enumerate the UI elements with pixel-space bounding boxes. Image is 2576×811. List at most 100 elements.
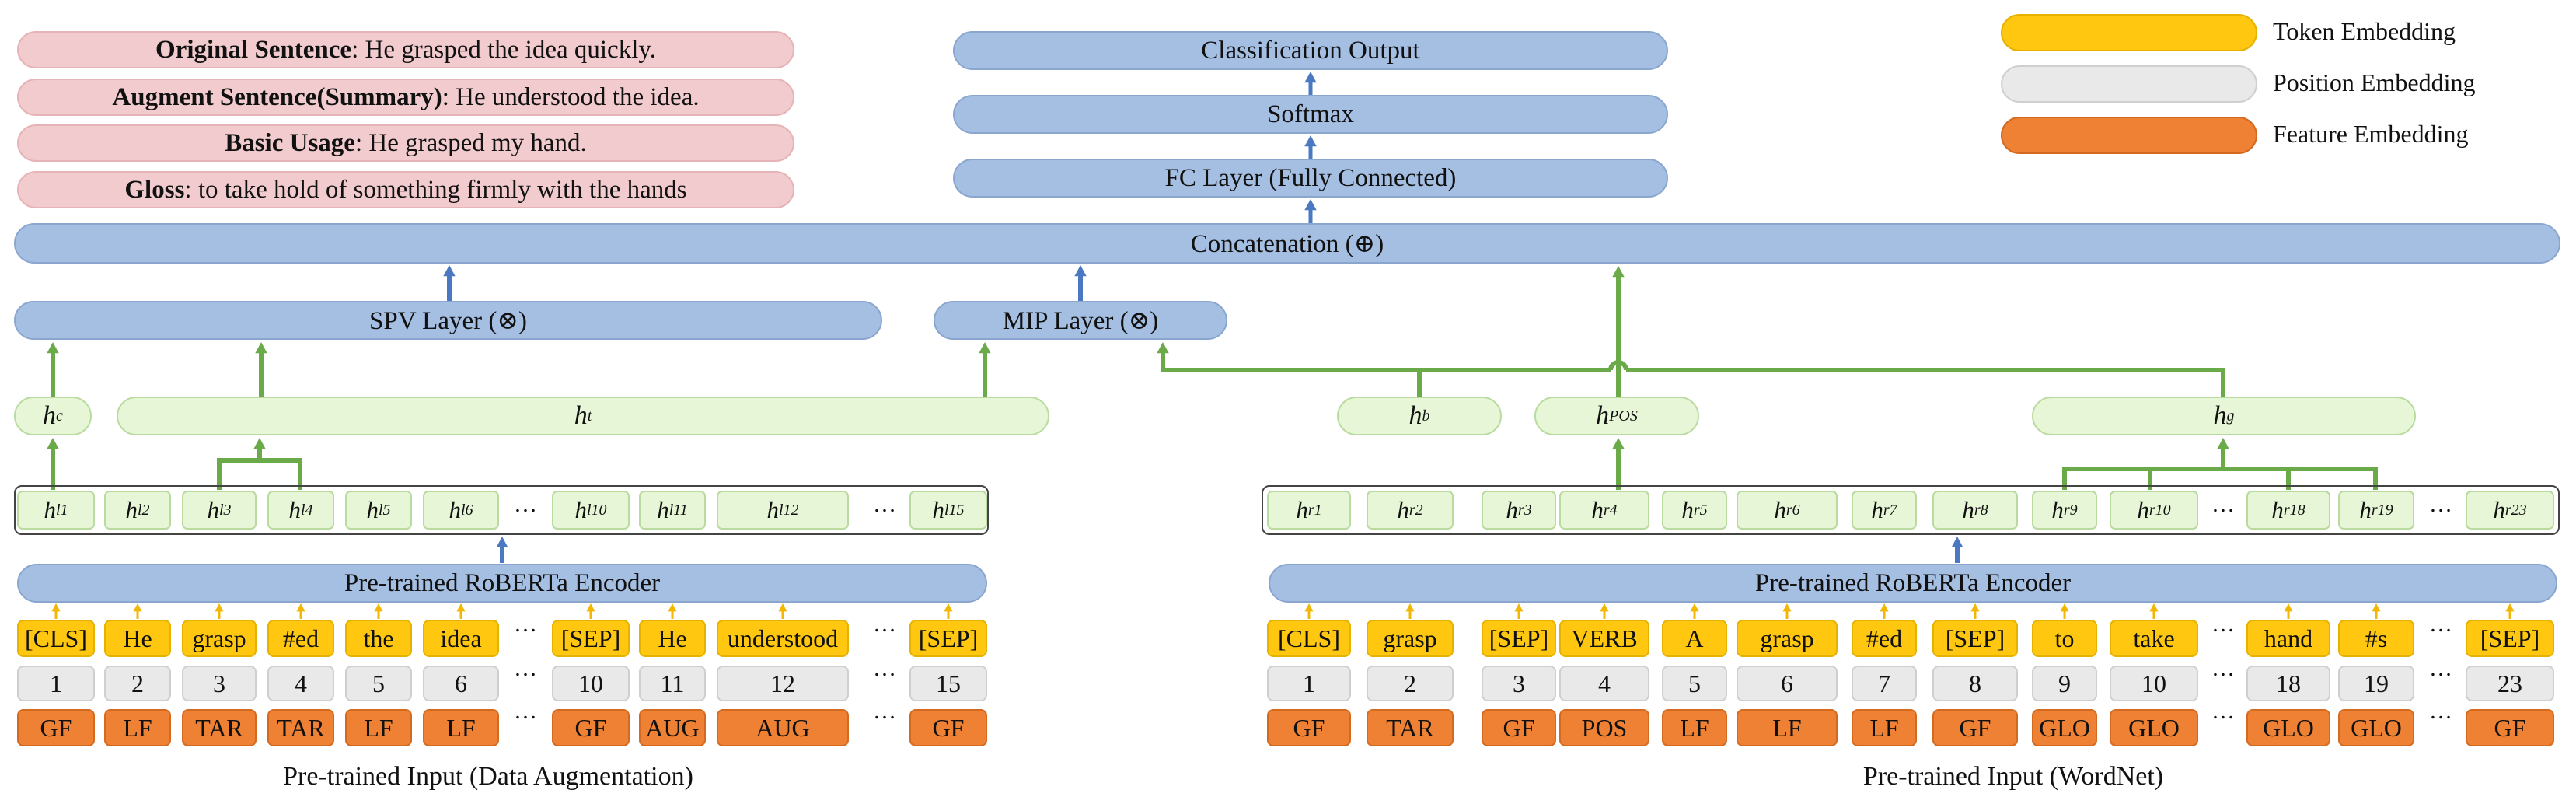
legend-label-2: Position Embedding [2273,68,2476,96]
right-token: [SEP] [2466,620,2554,657]
left-position: 2 [104,666,171,701]
sentence-box-1: Original Sentence: He grasped the idea q… [17,31,794,68]
hidden-symbol: h [449,496,461,523]
right-feature: GF [2466,709,2554,746]
hidden-subscript: b [1422,407,1430,425]
arrow-hl3-hl4-to-ht-head [253,438,266,449]
right-position: 4 [1559,666,1649,701]
hidden-symbol: h [44,496,56,523]
fc-layer-box: FC Layer (Fully Connected) [953,159,1668,198]
sentence-box-3: Basic Usage: He grasped my hand. [17,124,794,162]
arrow-ht-to-mip-head [979,342,991,354]
hidden-symbol: h [1681,496,1694,523]
hidden-subscript: l15 [944,501,965,519]
hidden-symbol: h [2213,401,2227,430]
left-position: 10 [552,666,630,701]
right-arrow-token-to-encoder-head [1514,603,1524,612]
right-ellipsis: … [2429,611,2452,637]
left-token: idea [423,620,499,657]
left-arrow-encoder-to-hidden-head [497,537,508,547]
hidden-subscript: t [587,407,592,425]
hidden-subscript: r3 [1517,501,1532,519]
left-ellipsis: … [873,611,896,637]
left-token: the [345,620,412,657]
right-feature: GLO [2032,709,2097,746]
left-hidden-frame [14,485,989,535]
right-feature: LF [1662,709,1727,746]
left-arrow-token-to-encoder-head [51,603,61,612]
mip-layer-box: MIP Layer (⊗) [934,301,1227,340]
right-token: hand [2246,620,2330,657]
left-arrow-token-to-encoder-head [944,603,953,612]
right-feature: GF [1267,709,1351,746]
hidden-subscript: r8 [1974,501,1988,519]
hidden-symbol: h [1506,496,1518,523]
right-feature: POS [1559,709,1649,746]
right-position: 6 [1737,666,1838,701]
left-position: 15 [909,666,987,701]
right-feature: GLO [2110,709,2198,746]
arrow-hpos-to-concat-head [1612,266,1625,278]
right-token: [SEP] [1932,620,2018,657]
right-token: take [2110,620,2198,657]
left-feature: GF [17,709,95,746]
left-ellipsis: … [514,698,537,724]
left-arrow-token-to-encoder-head [778,603,787,612]
hidden-symbol: h [2051,496,2064,523]
left-token: He [104,620,171,657]
right-ellipsis: … [2429,698,2452,724]
wire-hg-to-mip-right [1626,368,2225,397]
right-feature: LF [1737,709,1838,746]
left-feature: LF [104,709,171,746]
arrow-mip-to-concat-head [1074,265,1087,277]
left-position: 4 [267,666,334,701]
arrow-hb-to-mip-head [1157,342,1169,354]
sentence-box-4: Gloss: to take hold of something firmly … [17,171,794,208]
hidden-subscript: g [2226,407,2235,425]
sentence-text: : to take hold of something firmly with … [184,175,687,204]
right-arrow-token-to-encoder-head [2505,603,2515,612]
right-token: to [2032,620,2097,657]
left-feature: LF [423,709,499,746]
left-feature: GF [909,709,987,746]
left-ellipsis: … [873,491,896,517]
right-arrow-token-to-encoder-head [1880,603,1889,612]
right-ellipsis: … [2211,491,2235,517]
right-position: 7 [1852,666,1917,701]
hidden-symbol: h [1296,496,1308,523]
left-ellipsis: … [514,491,537,517]
hidden-subscript: l2 [137,501,150,519]
right-arrow-token-to-encoder-head [2372,603,2381,612]
legend-swatch-1 [2001,14,2257,51]
right-token: grasp [1737,620,1838,657]
hidden-subscript: l5 [378,501,391,519]
hidden-subscript: l4 [300,501,313,519]
hidden-symbol: h [1397,496,1409,523]
left-token: [SEP] [552,620,630,657]
right-arrow-token-to-encoder-head [2284,603,2293,612]
hidden-symbol: h [2493,496,2505,523]
hidden-symbol: h [288,496,301,523]
right-position: 1 [1267,666,1351,701]
hidden-symbol: h [2137,496,2149,523]
right-arrow-token-to-encoder-head [1970,603,1980,612]
left-feature: GF [552,709,630,746]
left-arrow-token-to-encoder-head [668,603,677,612]
